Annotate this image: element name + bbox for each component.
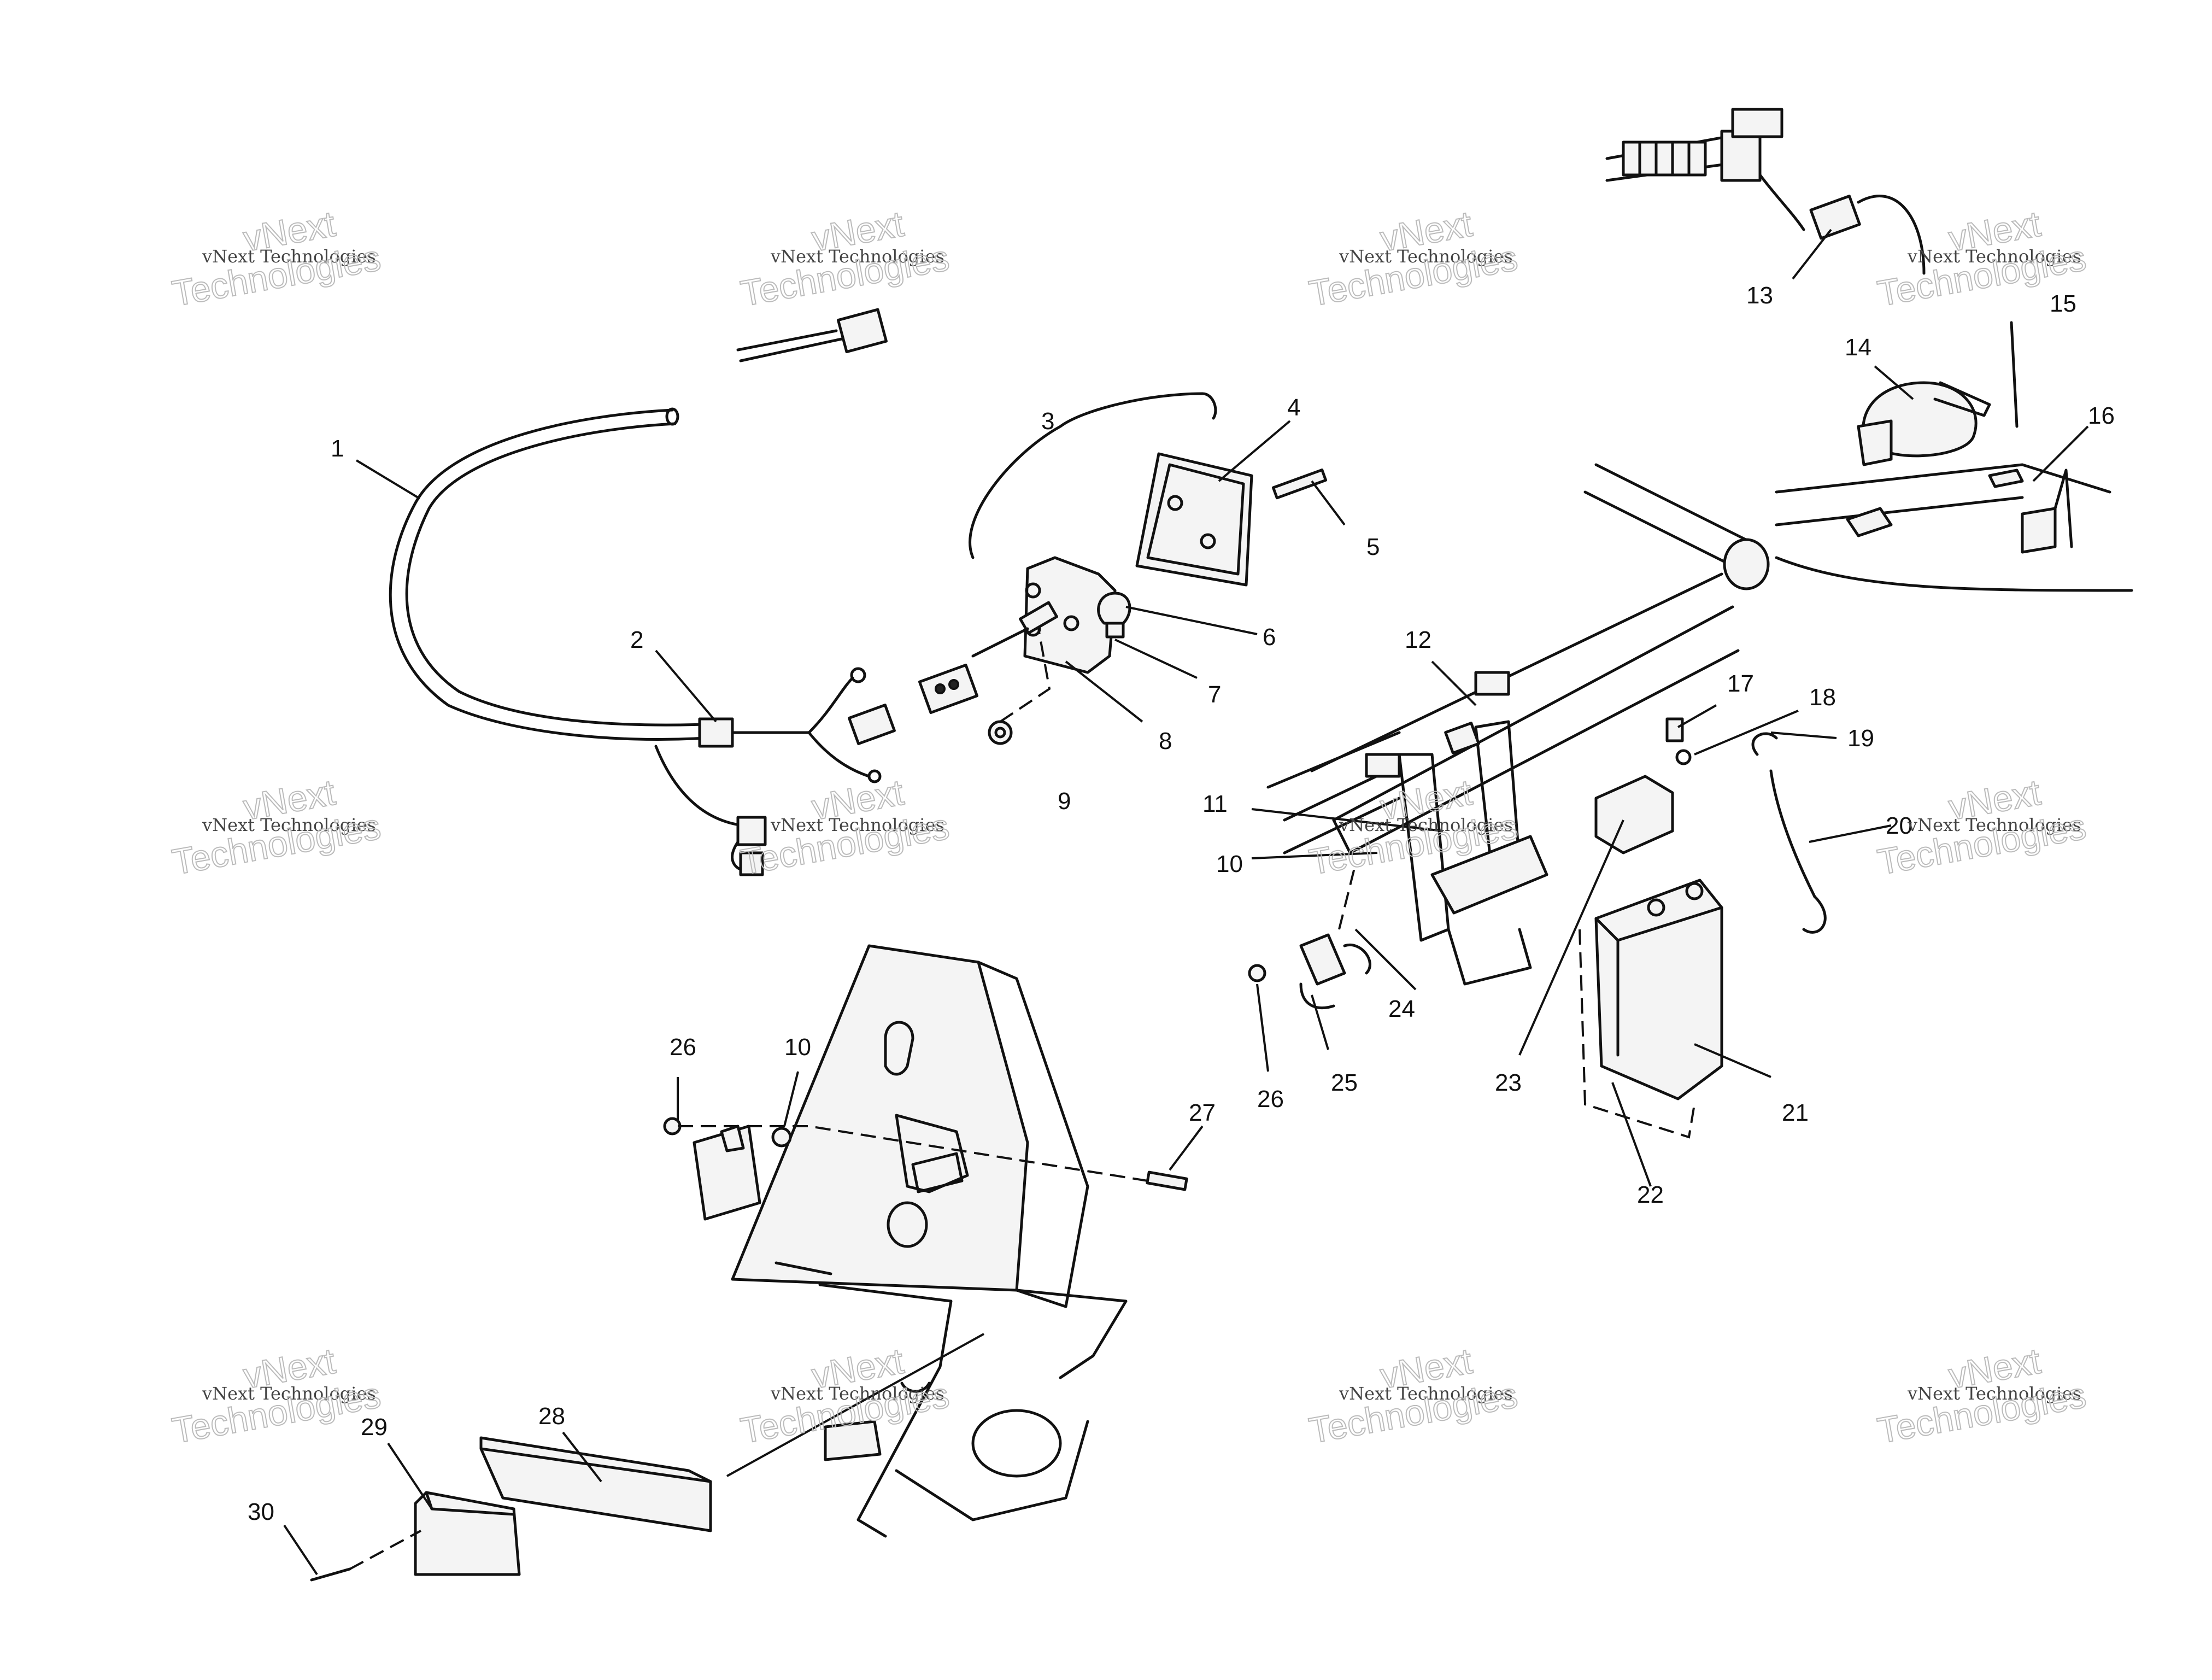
- callout-4: 4: [1287, 394, 1300, 421]
- svg-text:vNext Technologies: vNext Technologies: [1339, 815, 1513, 835]
- headlight-screw: [1271, 469, 1328, 500]
- starter-relay: [1248, 863, 1371, 1010]
- callout-11: 11: [1202, 791, 1228, 817]
- callout-13: 13: [1746, 282, 1773, 309]
- callout-19: 19: [1847, 725, 1874, 752]
- svg-text:vNext Technologies: vNext Technologies: [1907, 246, 2081, 267]
- callout-2: 2: [630, 627, 643, 653]
- headlight-bracket: [969, 392, 1217, 559]
- watermark: vNext Technologies vNext Technologies: [169, 1340, 384, 1451]
- svg-text:vNext Technologies: vNext Technologies: [770, 246, 944, 267]
- svg-text:vNext Technologies: vNext Technologies: [770, 1383, 944, 1404]
- ignition-mount-plate: [731, 944, 1128, 1538]
- svg-text:vNext Technologies: vNext Technologies: [202, 246, 376, 267]
- callout-27: 27: [1189, 1099, 1216, 1126]
- svg-text:vNext Technologies: vNext Technologies: [1907, 1383, 2081, 1404]
- battery-box-frame: [1266, 671, 1548, 986]
- svg-text:vNext Technologies: vNext Technologies: [1907, 815, 2081, 835]
- callout-15: 15: [2050, 290, 2076, 317]
- nut: [988, 720, 1013, 745]
- callout-21: 21: [1782, 1099, 1809, 1126]
- watermark: vNext Technologies vNext Technologies: [169, 771, 384, 883]
- callout-25: 25: [1331, 1069, 1358, 1096]
- callout-14: 14: [1845, 334, 1871, 361]
- watermark: vNext Technologies vNext Technologies: [737, 771, 953, 883]
- callout-10-upper: 10: [1216, 851, 1243, 877]
- leader-lines: [283, 229, 2089, 1576]
- callout-26-right: 26: [1257, 1086, 1284, 1113]
- watermark: vNext Technologies vNext Technologies: [1306, 1340, 1521, 1451]
- callout-29: 29: [361, 1414, 388, 1441]
- svg-text:vNext Technologies: vNext Technologies: [202, 1383, 376, 1404]
- callout-6: 6: [1263, 624, 1276, 651]
- callout-23: 23: [1495, 1069, 1522, 1096]
- callout-22: 22: [1637, 1181, 1664, 1208]
- battery-cable: [1751, 732, 1827, 934]
- svg-text:vNext Technologies: vNext Technologies: [202, 815, 376, 835]
- callout-labels: 1 2 3 4 5 6 7 8 9 10 11 12 13 14 15 16 1…: [248, 282, 2115, 1525]
- wiring-harness: [389, 407, 896, 876]
- battery-bolt: [1665, 717, 1692, 765]
- svg-text:vNext Technologies: vNext Technologies: [1339, 246, 1513, 267]
- battery: [1579, 879, 1723, 1139]
- frame-tube: [1310, 463, 1770, 854]
- ignition-coil: [663, 1114, 1148, 1221]
- watermark: vNext Technologies vNext Technologies: [1874, 1340, 2090, 1451]
- callout-24: 24: [1388, 996, 1415, 1022]
- callout-30: 30: [248, 1498, 274, 1525]
- horn-screw: [2010, 321, 2019, 428]
- watermark: vNext Technologies vNext Technologies: [169, 203, 384, 314]
- headlight-plug: [918, 663, 979, 715]
- headlight-housing: [1135, 452, 1253, 587]
- callout-18: 18: [1809, 684, 1836, 711]
- callout-10-lower: 10: [784, 1034, 811, 1061]
- callout-5: 5: [1366, 534, 1380, 560]
- callout-17: 17: [1727, 670, 1754, 697]
- callout-26-left: 26: [670, 1034, 696, 1061]
- callout-12: 12: [1405, 627, 1431, 653]
- mount-block: [414, 1491, 521, 1576]
- horn: [1857, 381, 1991, 466]
- trim-strip: [479, 1436, 712, 1532]
- callout-7: 7: [1208, 681, 1221, 708]
- callout-3: 3: [1041, 408, 1054, 435]
- horn-mounting-plate: [1775, 463, 2133, 592]
- headlight-lens: [1023, 556, 1117, 674]
- battery-pad: [1594, 775, 1674, 854]
- bulb-socket: [971, 601, 1058, 658]
- callout-28: 28: [538, 1403, 565, 1430]
- svg-text:vNext Technologies: vNext Technologies: [1339, 1383, 1513, 1404]
- svg-text:vNext Technologies: vNext Technologies: [770, 815, 944, 835]
- callout-8: 8: [1159, 728, 1172, 754]
- watermark: vNext Technologies vNext Technologies: [737, 203, 953, 314]
- callout-20: 20: [1886, 812, 1912, 839]
- callout-1: 1: [331, 435, 344, 462]
- headlight-bulb: [1097, 592, 1131, 639]
- block-screw: [310, 1567, 351, 1582]
- coil-screw: [1146, 1170, 1188, 1191]
- handlebar-switch: [1605, 108, 1926, 275]
- watermarks: vNext Technologies vNext Technologies vN…: [169, 203, 2090, 1451]
- harness-connector-top: [736, 308, 888, 362]
- callout-9: 9: [1058, 788, 1071, 815]
- callout-16: 16: [2088, 402, 2115, 429]
- watermark: vNext Technologies vNext Technologies: [1306, 203, 1521, 314]
